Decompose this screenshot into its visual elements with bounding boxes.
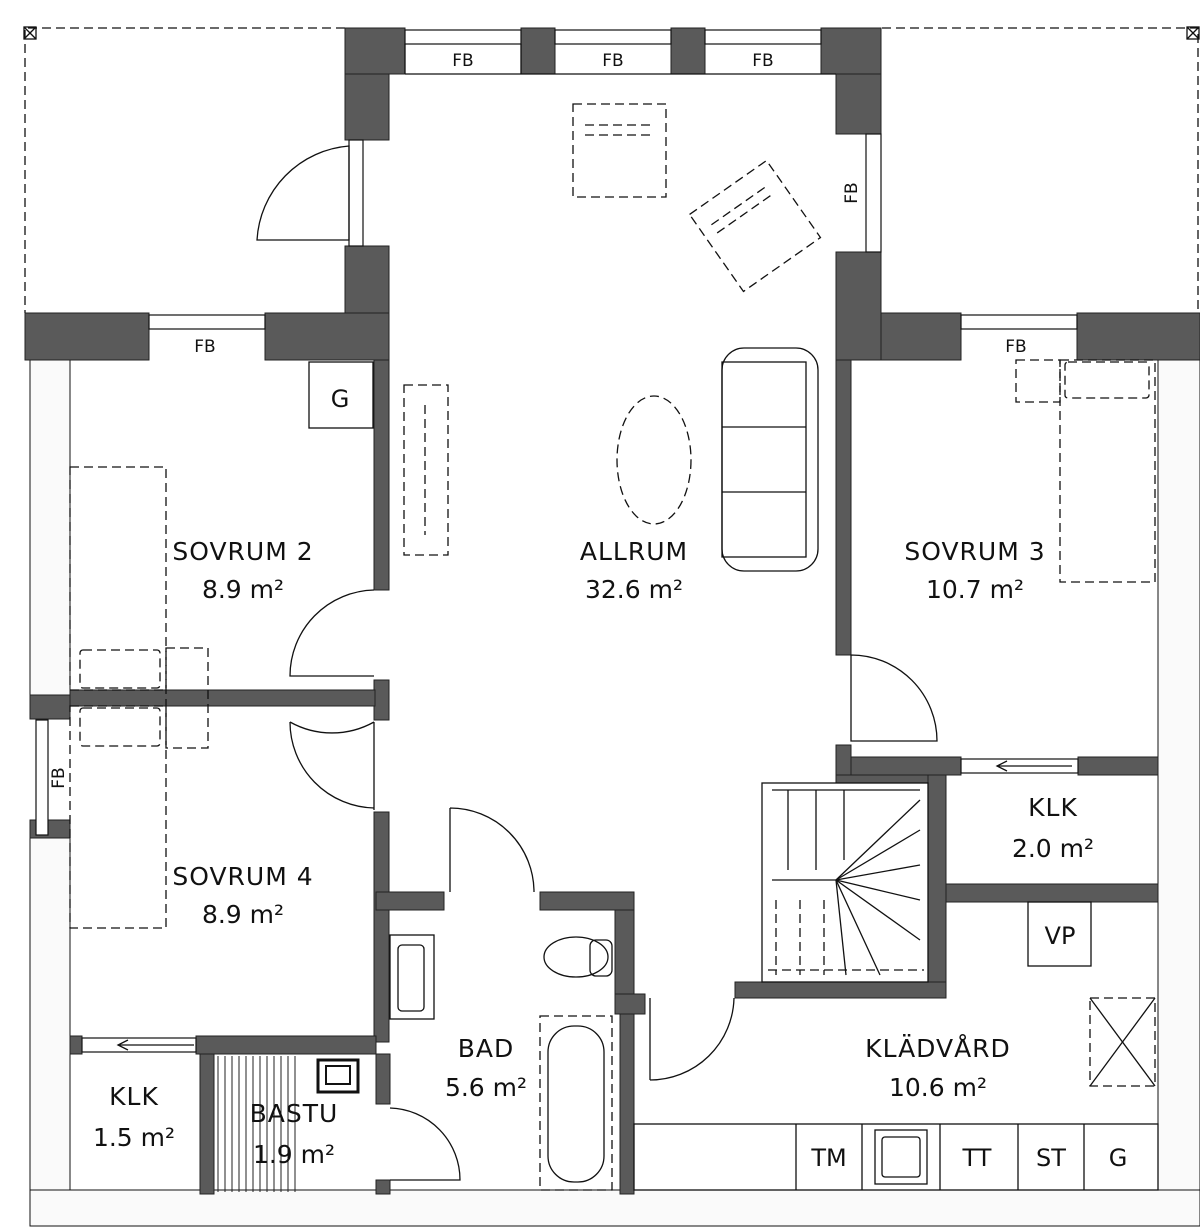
sauna-benches [217,1056,296,1192]
furniture [69,103,1156,1191]
room-area-bastu: 1.9 m² [253,1140,335,1169]
room-name-sovrum3: SOVRUM 3 [904,537,1045,566]
room-area-klk-right: 2.0 m² [1012,834,1094,863]
window-label: FB [1005,337,1026,357]
knee-wall-zones [29,359,1200,1227]
room-name-sovrum2: SOVRUM 2 [172,537,313,566]
room-labels: SOVRUM 2 8.9 m² ALLRUM 32.6 m² SOVRUM 3 … [93,537,1094,1169]
fixture-label-tt: TT [962,1144,992,1172]
fixture-label-st: ST [1036,1144,1066,1172]
room-name-klk-right: KLK [1028,793,1078,822]
window-label: FB [452,51,473,71]
window-label: FB [752,51,773,71]
room-name-kladvard: KLÄDVÅRD [865,1034,1011,1063]
windows [35,29,1078,836]
room-name-bastu: BASTU [250,1099,339,1128]
room-area-kladvard: 10.6 m² [889,1073,987,1102]
staircase [761,782,929,983]
room-name-klk-left: KLK [109,1082,159,1111]
room-name-bad: BAD [458,1034,515,1063]
roof-outline [23,26,1200,313]
room-area-klk-left: 1.5 m² [93,1123,175,1152]
fixture-labels: G VP TM TT ST G [331,385,1128,1172]
window-label: FB [602,51,623,71]
room-name-sovrum4: SOVRUM 4 [172,862,313,891]
fixture-label-tm: TM [810,1144,846,1172]
room-area-sovrum3: 10.7 m² [926,575,1024,604]
walls [24,27,1200,1195]
fixture-label-g: G [1109,1144,1128,1172]
room-area-allrum: 32.6 m² [585,575,683,604]
fixture-label-vp: VP [1045,922,1076,950]
doors [81,145,1079,1181]
window-labels: FB FB FB FB FB FB FB [49,51,1027,789]
window-label: FB [49,767,69,788]
window-label: FB [842,182,862,203]
window-label: FB [194,337,215,357]
room-area-sovrum2: 8.9 m² [202,575,284,604]
room-area-sovrum4: 8.9 m² [202,900,284,929]
fixtures [308,361,1159,1191]
room-name-allrum: ALLRUM [580,537,688,566]
fixture-label-g: G [331,385,350,413]
room-area-bad: 5.6 m² [445,1073,527,1102]
